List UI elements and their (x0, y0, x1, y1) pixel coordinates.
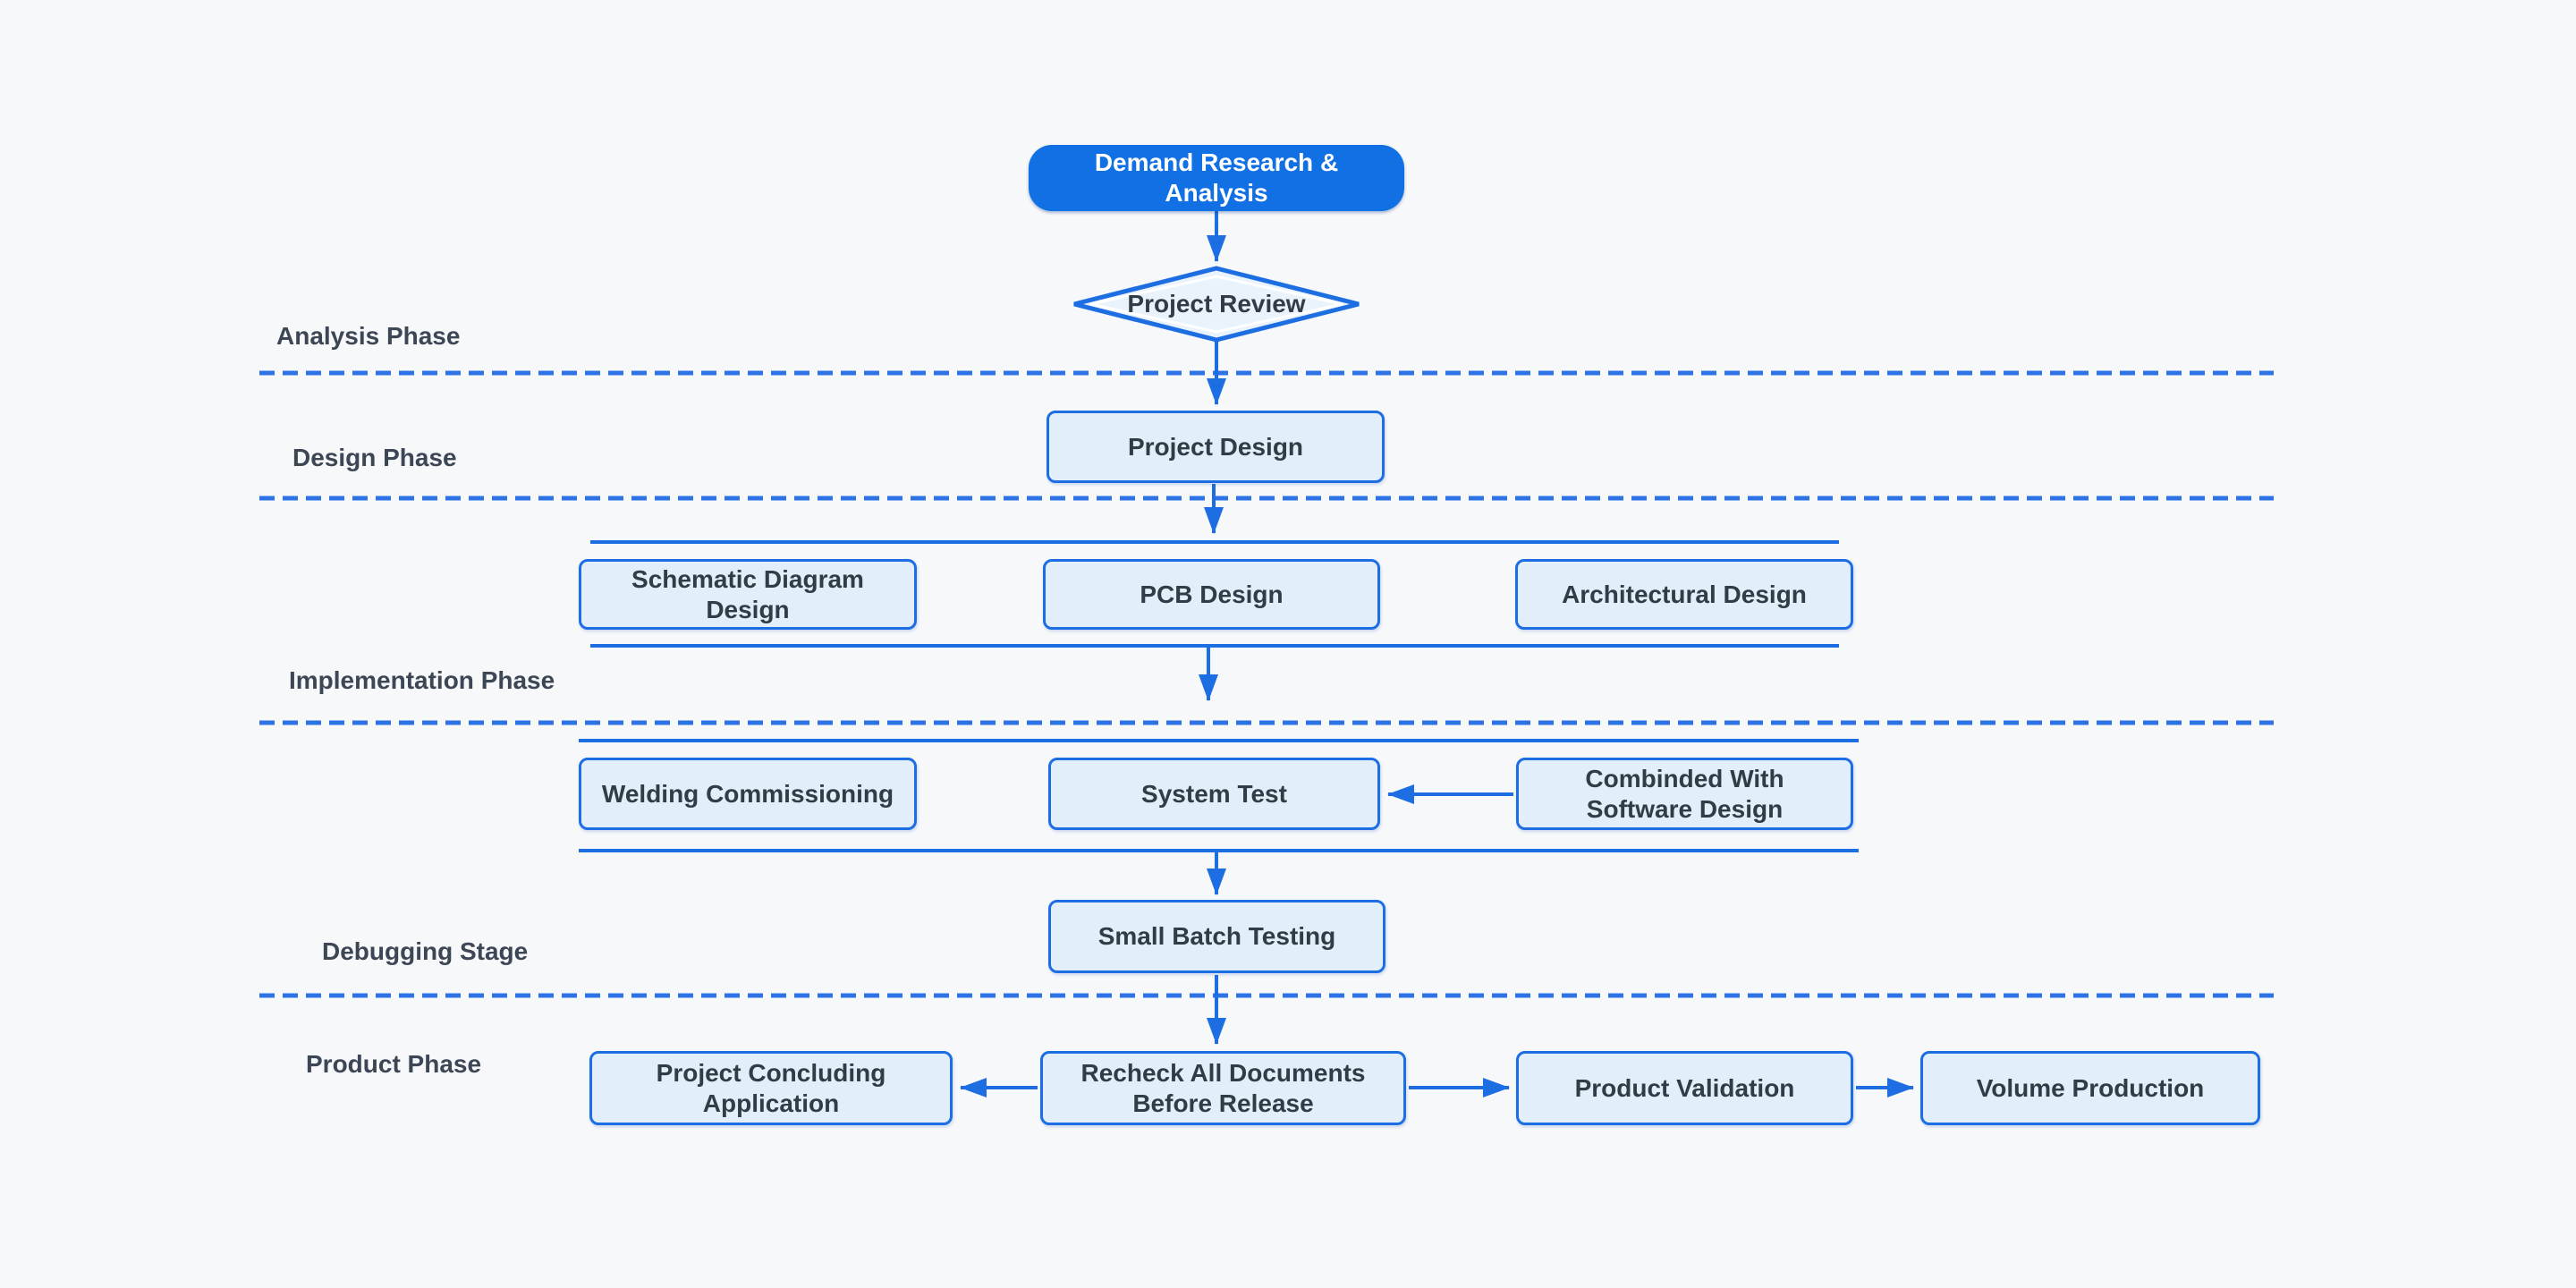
node-project-concluding-application[interactable]: Project Concluding Application (589, 1051, 953, 1125)
node-recheck-all-documents[interactable]: Recheck All Documents Before Release (1040, 1051, 1406, 1125)
node-schematic-diagram-design[interactable]: Schematic Diagram Design (579, 559, 917, 630)
node-demand-research-analysis-label: Demand Research & Analysis (1094, 148, 1339, 207)
diamond-inner-border (1089, 275, 1343, 334)
diamond-shape (1073, 266, 1360, 343)
node-small-batch-testing-label: Small Batch Testing (1097, 922, 1336, 950)
node-project-design[interactable]: Project Design (1046, 411, 1385, 483)
phase-label-design: Design Phase (292, 444, 457, 471)
node-recheck-all-documents-label: Recheck All Documents Before Release (1080, 1058, 1366, 1117)
node-project-design-label: Project Design (1127, 432, 1304, 461)
node-system-test[interactable]: System Test (1048, 758, 1380, 830)
node-project-concluding-application-label: Project Concluding Application (656, 1058, 886, 1117)
phase-label-implementation: Implementation Phase (289, 666, 555, 694)
node-small-batch-testing[interactable]: Small Batch Testing (1048, 900, 1385, 973)
node-welding-commissioning[interactable]: Welding Commissioning (579, 758, 917, 830)
node-pcb-design-label: PCB Design (1140, 580, 1284, 608)
node-architectural-design[interactable]: Architectural Design (1515, 559, 1853, 630)
node-project-review-decision[interactable]: Project Review (1069, 265, 1364, 343)
node-pcb-design[interactable]: PCB Design (1043, 559, 1380, 630)
diamond-outer-border (1073, 266, 1360, 343)
node-project-review-label: Project Review (1127, 290, 1306, 318)
node-volume-production[interactable]: Volume Production (1920, 1051, 2260, 1125)
node-architectural-design-label: Architectural Design (1562, 580, 1807, 608)
node-system-test-label: System Test (1141, 779, 1287, 808)
phase-label-analysis: Analysis Phase (276, 322, 461, 350)
node-welding-commissioning-label: Welding Commissioning (601, 779, 894, 808)
node-product-validation[interactable]: Product Validation (1516, 1051, 1853, 1125)
node-combinded-with-software-design[interactable]: Combinded With Software Design (1516, 758, 1853, 830)
node-combinded-with-software-design-label: Combinded With Software Design (1585, 764, 1784, 823)
node-schematic-diagram-design-label: Schematic Diagram Design (631, 564, 864, 623)
node-volume-production-label: Volume Production (1976, 1073, 2205, 1102)
node-demand-research-analysis[interactable]: Demand Research & Analysis (1029, 145, 1404, 211)
phase-label-product: Product Phase (306, 1050, 482, 1078)
phase-label-debugging: Debugging Stage (322, 937, 529, 965)
node-product-validation-label: Product Validation (1574, 1073, 1795, 1102)
